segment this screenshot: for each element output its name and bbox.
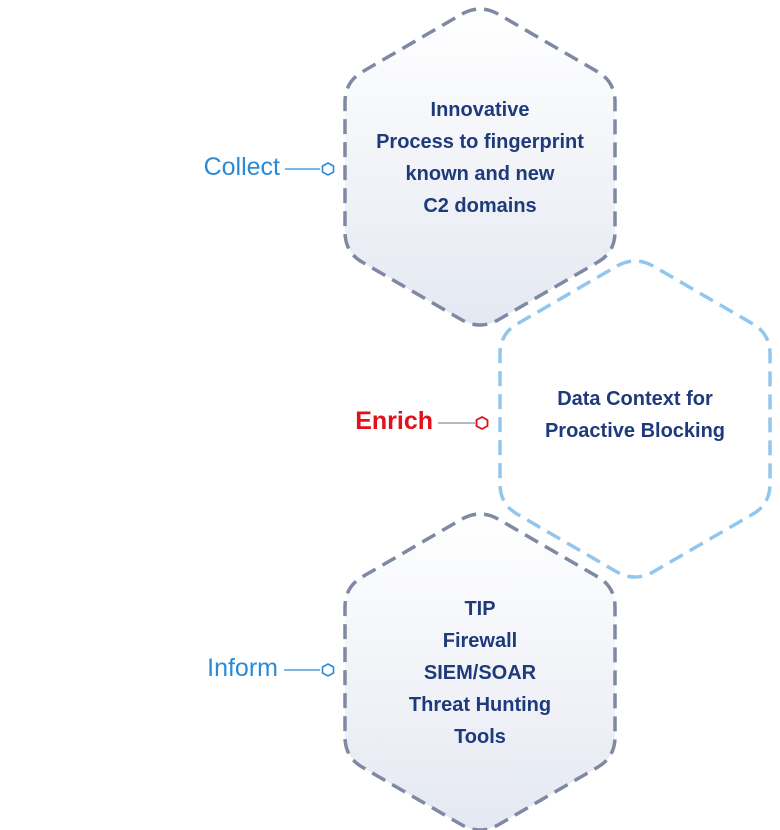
hexagon-enrich-text: Data Context for Proactive Blocking [500, 350, 770, 480]
collect-line-1: Innovative [430, 99, 530, 121]
hexagon-collect [343, 7, 617, 327]
collect-line-3: known and new [405, 163, 555, 185]
step-label-enrich: Enrich [355, 407, 433, 435]
inform-line-3: SIEM/SOAR [423, 662, 537, 684]
hexagon-enrich [498, 259, 772, 579]
hexagon-inform-text: TIP Firewall SIEM/SOAR Threat Hunting To… [345, 588, 615, 758]
collect-line-2: Process to fingerprint [376, 131, 584, 153]
inform-line-5: Tools [454, 726, 506, 748]
connector-node-enrich-icon [475, 415, 489, 431]
step-label-collect: Collect [203, 153, 280, 181]
inform-line-4: Threat Hunting [408, 694, 552, 716]
inform-line-2: Firewall [442, 630, 518, 652]
hexagon-collect-text: Innovative Process to fingerprint known … [345, 78, 615, 238]
collect-line-4: C2 domains [423, 195, 537, 217]
connector-node-collect-icon [321, 162, 335, 176]
enrich-line-2: Proactive Blocking [544, 420, 726, 442]
inform-line-1: TIP [464, 598, 496, 620]
connector-node-inform-icon [321, 663, 335, 677]
enrich-line-1: Data Context for [557, 388, 713, 410]
hexagon-inform [343, 512, 617, 830]
step-label-inform: Inform [207, 654, 278, 682]
